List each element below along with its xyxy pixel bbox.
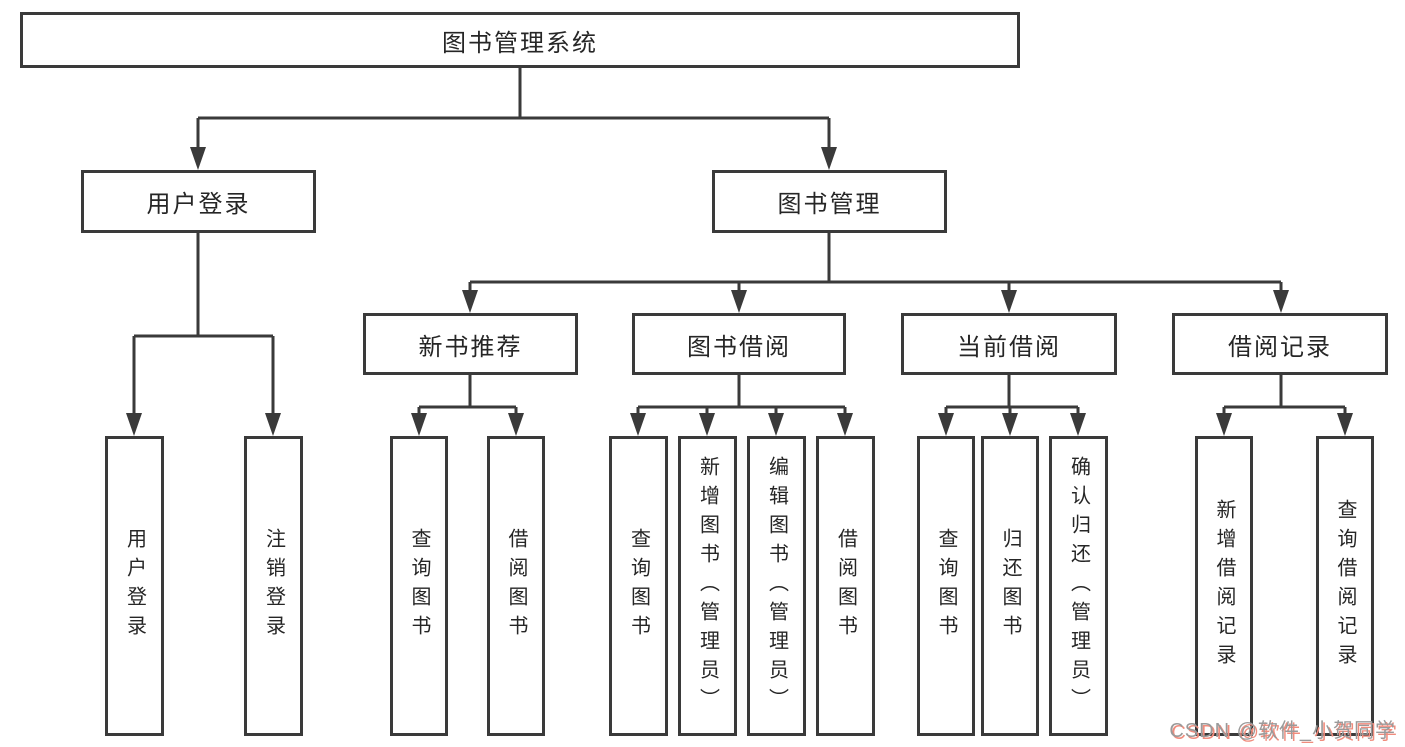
node-cb-confirm-return-label: 确认归还（管理员） — [1067, 455, 1090, 717]
node-cb-query-book: 查询图书 — [917, 436, 975, 736]
node-root: 图书管理系统 — [20, 12, 1020, 68]
node-ul-logout: 注销登录 — [244, 436, 303, 736]
node-cb-query-book-label: 查询图书 — [935, 528, 957, 644]
node-current-borrow-label: 当前借阅 — [957, 333, 1061, 361]
node-borrow-record: 借阅记录 — [1172, 313, 1388, 375]
node-bb-edit-book-label: 编辑图书（管理员） — [765, 455, 788, 717]
node-cb-return-book: 归还图书 — [981, 436, 1039, 736]
node-borrow-record-label: 借阅记录 — [1228, 333, 1332, 361]
node-br-query-record-label: 查询借阅记录 — [1334, 499, 1356, 673]
node-bb-borrow-book-label: 借阅图书 — [834, 528, 857, 644]
node-book-borrow-label: 图书借阅 — [687, 333, 791, 361]
node-bb-edit-book: 编辑图书（管理员） — [747, 436, 806, 736]
csdn-watermark: CSDN @软件_小贺同学 — [1169, 720, 1396, 742]
node-book-mgmt: 图书管理 — [712, 170, 947, 233]
node-cb-return-book-label: 归还图书 — [999, 528, 1021, 644]
node-new-book-rec: 新书推荐 — [363, 313, 578, 375]
node-bb-query-book-label: 查询图书 — [627, 528, 650, 644]
node-br-add-record-label: 新增借阅记录 — [1213, 499, 1235, 673]
node-ul-user-login: 用户登录 — [105, 436, 164, 736]
node-book-mgmt-label: 图书管理 — [777, 191, 882, 218]
node-cb-confirm-return: 确认归还（管理员） — [1049, 436, 1108, 736]
node-user-login: 用户登录 — [81, 170, 316, 233]
node-user-login-label: 用户登录 — [146, 191, 251, 218]
node-ul-logout-label: 注销登录 — [262, 528, 285, 644]
node-current-borrow: 当前借阅 — [901, 313, 1117, 375]
node-book-borrow: 图书借阅 — [632, 313, 846, 375]
node-br-add-record: 新增借阅记录 — [1195, 436, 1253, 736]
node-nb-query-book: 查询图书 — [390, 436, 448, 736]
node-bb-add-book: 新增图书（管理员） — [678, 436, 737, 736]
node-bb-query-book: 查询图书 — [609, 436, 668, 736]
node-bb-add-book-label: 新增图书（管理员） — [696, 455, 719, 717]
node-nb-borrow-book-label: 借阅图书 — [505, 528, 527, 644]
node-new-book-rec-label: 新书推荐 — [418, 333, 523, 361]
node-root-label: 图书管理系统 — [442, 29, 598, 57]
node-ul-user-login-label: 用户登录 — [123, 528, 146, 644]
node-br-query-record: 查询借阅记录 — [1316, 436, 1374, 736]
node-nb-query-book-label: 查询图书 — [408, 528, 430, 644]
node-bb-borrow-book: 借阅图书 — [816, 436, 875, 736]
node-nb-borrow-book: 借阅图书 — [487, 436, 545, 736]
